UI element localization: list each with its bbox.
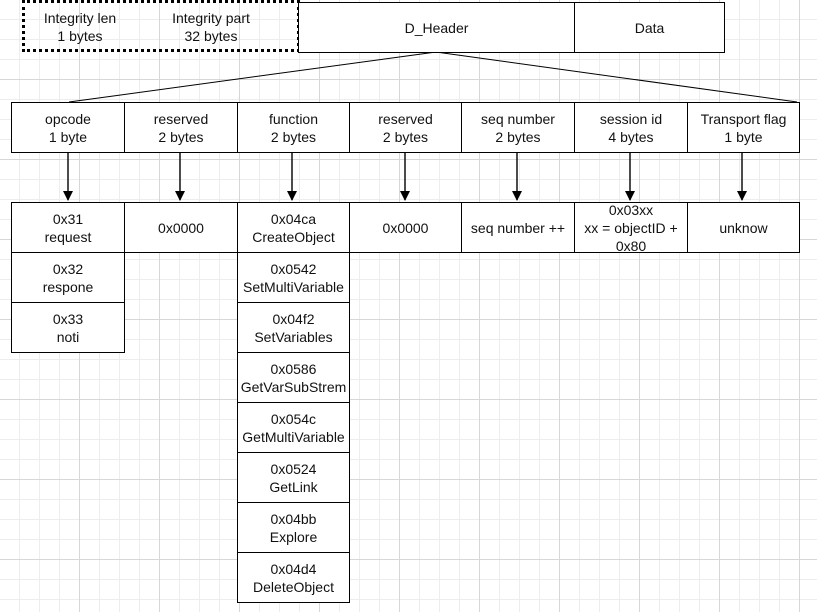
function-value-delete-object: 0x04d4 DeleteObject	[237, 552, 350, 603]
d-header-field: D_Header	[298, 2, 575, 53]
function-value-explore: 0x04bb Explore	[237, 502, 350, 553]
reserved-2-value: 0x0000	[349, 202, 462, 253]
opcode-value-request: 0x31 request	[11, 202, 125, 253]
field-opcode: opcode 1 byte	[11, 102, 125, 153]
field-seq-number: seq number 2 bytes	[461, 102, 575, 153]
function-value-get-link: 0x0524 GetLink	[237, 452, 350, 503]
field-reserved-1: reserved 2 bytes	[124, 102, 238, 153]
session-id-value: 0x03xx xx = objectID + 0x80	[574, 202, 688, 253]
field-function: function 2 bytes	[237, 102, 350, 153]
field-session-id: session id 4 bytes	[574, 102, 688, 153]
field-transport-flag: Transport flag 1 byte	[687, 102, 800, 153]
header-expand-line-left	[68, 51, 437, 103]
function-value-set-variables: 0x04f2 SetVariables	[237, 302, 350, 353]
function-value-create-object: 0x04ca CreateObject	[237, 202, 350, 253]
field-reserved-2: reserved 2 bytes	[349, 102, 462, 153]
header-expand-line-right	[435, 51, 798, 103]
reserved-1-value: 0x0000	[124, 202, 238, 253]
data-field: Data	[574, 2, 725, 53]
integrity-len-field: Integrity len 1 bytes	[43, 10, 117, 44]
function-value-set-multi-variable: 0x0542 SetMultiVariable	[237, 252, 350, 303]
transport-flag-value: unknow	[687, 202, 800, 253]
opcode-value-respone: 0x32 respone	[11, 252, 125, 303]
function-value-get-var-sub-strem: 0x0586 GetVarSubStrem	[237, 352, 350, 403]
integrity-part-field: Integrity part 32 bytes	[172, 10, 250, 44]
seq-number-value: seq number ++	[461, 202, 575, 253]
function-value-get-multi-variable: 0x054c GetMultiVariable	[237, 402, 350, 453]
opcode-value-noti: 0x33 noti	[11, 302, 125, 353]
